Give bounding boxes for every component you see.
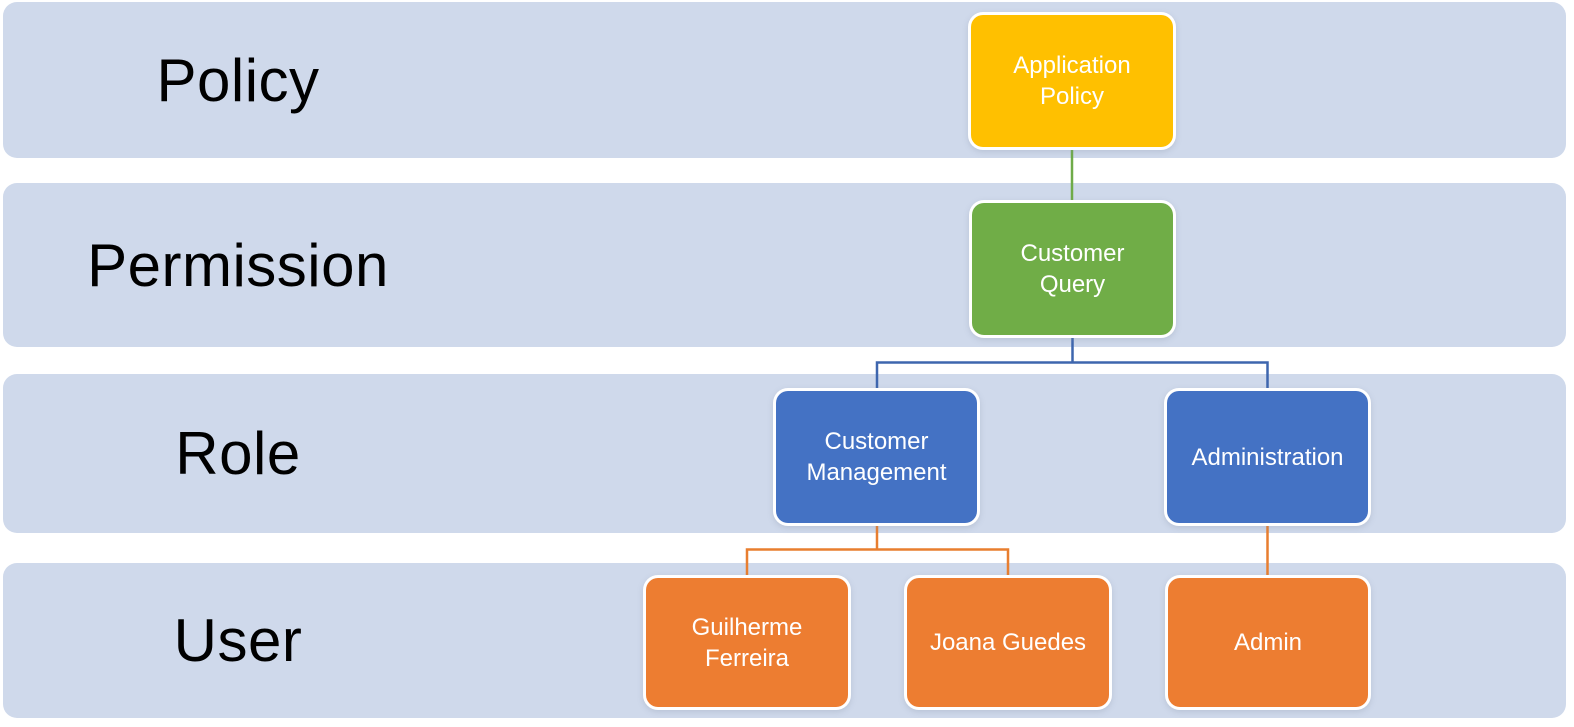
node-administration: Administration: [1167, 391, 1368, 523]
node-label-administration: Administration: [1191, 443, 1344, 471]
row-band-policy: [3, 2, 1566, 158]
node-label-customer-management: Customer Management: [806, 428, 947, 486]
node-label-guilherme-ferreira: Guilherme Ferreira: [691, 613, 803, 672]
row-band-permission: [3, 183, 1566, 347]
node-joana-guedes: Joana Guedes: [907, 578, 1109, 707]
edge-customer-management-to-users: [745, 548, 1010, 578]
node-label-joana-guedes: Joana Guedes: [929, 629, 1087, 656]
node-admin: Admin: [1168, 578, 1368, 707]
node-customer-management: Customer Management: [776, 391, 977, 523]
edge-customer-query-to-roles: [875, 361, 1269, 392]
row-label-policy: Policy: [156, 46, 320, 114]
node-label-application-policy: Application Policy: [1013, 52, 1131, 110]
row-label-user: User: [173, 607, 303, 674]
node-label-admin: Admin: [1233, 629, 1303, 656]
node-customer-query: Customer Query: [972, 203, 1173, 335]
row-label-role: Role: [175, 420, 301, 487]
row-label-permission: Permission: [87, 231, 389, 299]
node-application-policy: Application Policy: [971, 15, 1173, 147]
node-label-customer-query: Customer Query: [1020, 240, 1125, 298]
node-guilherme-ferreira: Guilherme Ferreira: [646, 578, 848, 707]
